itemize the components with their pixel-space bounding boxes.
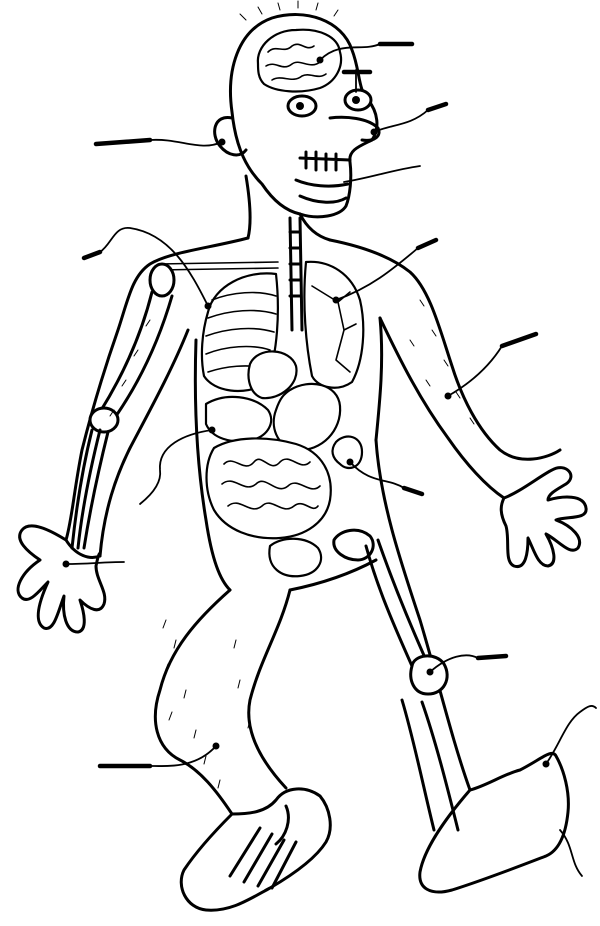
leader-nose-end	[428, 104, 446, 110]
shoulder-joint	[150, 264, 174, 296]
leader-ear	[150, 140, 222, 146]
trachea	[290, 218, 302, 330]
leader-nose	[374, 110, 428, 132]
leader-mouth	[344, 166, 420, 182]
leader-arm-end	[502, 334, 536, 346]
leader-lung-end	[418, 240, 436, 248]
brain	[258, 30, 341, 92]
left-leg-outline	[155, 590, 290, 814]
right-arm-inner	[380, 318, 504, 498]
right-side-outline	[376, 318, 382, 440]
left-hand	[18, 526, 105, 632]
leader-ear-end	[96, 140, 150, 144]
leader-pelvis	[350, 462, 404, 488]
collarbone	[158, 262, 278, 270]
liver	[206, 397, 271, 441]
left-foot	[181, 789, 330, 910]
right-hand	[501, 468, 586, 567]
leader-collarbone-end	[84, 252, 100, 258]
bladder	[269, 539, 321, 577]
internal-organs	[202, 218, 363, 576]
leader-pelvis-end	[404, 488, 422, 494]
pupil-right	[352, 96, 360, 104]
pupil-left	[296, 102, 304, 110]
elbow-joint	[90, 408, 118, 432]
leader-arm	[448, 346, 502, 396]
leader-knee-end	[478, 656, 506, 658]
